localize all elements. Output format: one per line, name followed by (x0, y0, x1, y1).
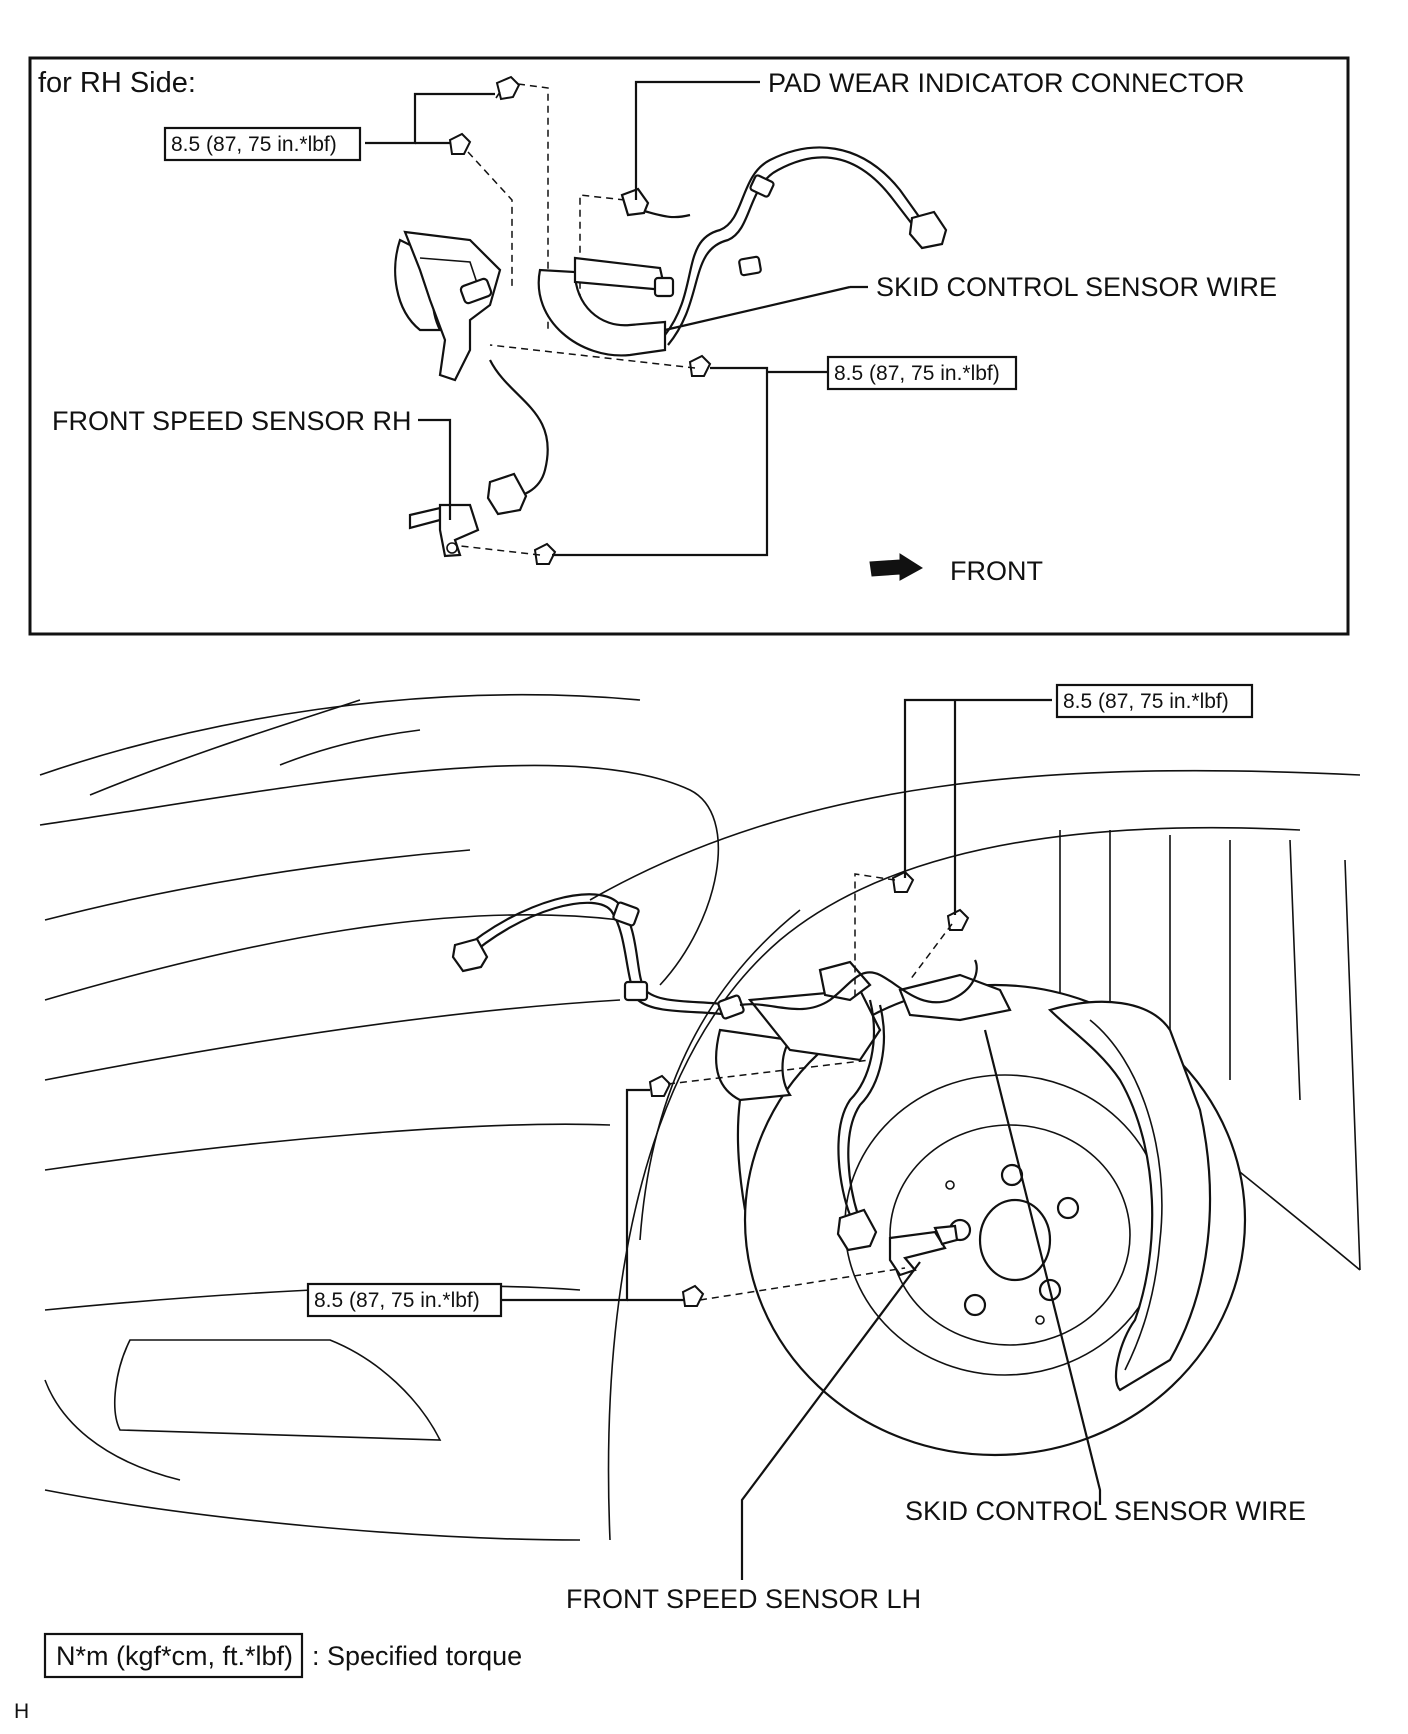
bolt-icon (533, 542, 557, 565)
connector-icon (451, 937, 489, 973)
torque-spec-box: 8.5 (87, 75 in.*lbf) (1055, 683, 1254, 719)
connector-icon (486, 472, 528, 516)
connector-icon (908, 210, 948, 250)
alignment-line (467, 151, 513, 290)
alignment-line (909, 923, 953, 981)
svg-text:8.5 (87, 75 in.*lbf): 8.5 (87, 75 in.*lbf) (171, 133, 337, 156)
svg-text:8.5 (87, 75 in.*lbf): 8.5 (87, 75 in.*lbf) (1063, 690, 1229, 713)
inset-title: for RH Side: (38, 67, 196, 99)
lh-hose (736, 1099, 747, 1211)
front-speed-sensor-rh-part (408, 503, 480, 558)
alignment-line (699, 1267, 906, 1301)
wire-clip (623, 980, 649, 1002)
torque-spec-box: 8.5 (87, 75 in.*lbf) (826, 355, 1018, 391)
front-arrow-icon (869, 553, 923, 581)
wire-clip (612, 901, 640, 927)
bolt-icon (688, 354, 712, 377)
wire-clip (749, 174, 775, 198)
inset-frame (28, 56, 1350, 636)
speed-sensor-rh-leader (418, 418, 452, 520)
steering-knuckle-part (394, 230, 667, 382)
skid-control-sensor-wire-label: SKID CONTROL SENSOR WIRE (876, 272, 1277, 302)
torque-leader (365, 92, 495, 145)
skid-control-sensor-wire-lh (459, 893, 731, 1007)
skid-control-sensor-wire-lh-label: SKID CONTROL SENSOR WIRE (905, 1496, 1306, 1526)
rh-side-inset: for RH Side: (28, 56, 1350, 636)
torque-spec-box: 8.5 (87, 75 in.*lbf) (306, 1282, 503, 1318)
brake-disc-part (743, 983, 1247, 1457)
alignment-line (451, 544, 541, 556)
front-speed-sensor-lh-part (836, 1208, 959, 1277)
lh-side-main-view: 8.5 (87, 75 in.*lbf) 8.5 (87, 75 in.*lbf… (39, 683, 1361, 1614)
pad-wear-leader (634, 80, 760, 200)
pad-wear-indicator-connector-label: PAD WEAR INDICATOR CONNECTOR (768, 68, 1245, 98)
alignment-line (667, 1059, 871, 1085)
footer-code: H (14, 1700, 29, 1723)
bolt-icon (648, 1074, 672, 1097)
pad-wear-wire (639, 208, 691, 219)
legend-text: : Specified torque (312, 1641, 522, 1671)
bolt-icon (946, 908, 970, 931)
skid-control-sensor-wire-rh (664, 146, 921, 336)
wire-clip (717, 994, 745, 1020)
torque-unit: N*m (kgf*cm, ft.*lbf) (56, 1641, 293, 1671)
brake-caliper-part (1047, 1000, 1212, 1392)
svg-text:8.5 (87, 75 in.*lbf): 8.5 (87, 75 in.*lbf) (834, 362, 1000, 385)
torque-leader (552, 366, 769, 557)
wire-clip (653, 276, 675, 298)
front-speed-sensor-rh-label: FRONT SPEED SENSOR RH (52, 406, 412, 436)
bolt-icon (495, 75, 521, 101)
bolt-icon (891, 870, 915, 893)
front-speed-sensor-lh-label: FRONT SPEED SENSOR LH (566, 1584, 921, 1614)
fender-arch-outer (589, 769, 1361, 901)
alignment-line (489, 344, 696, 369)
bolt-icon (681, 1284, 705, 1307)
alignment-line (854, 873, 896, 1000)
torque-leader (500, 1088, 650, 1302)
skid-wire-leader (664, 285, 851, 332)
wire-clip (738, 255, 762, 277)
torque-spec-box: 8.5 (87, 75 in.*lbf) (163, 126, 362, 162)
torque-leader (903, 698, 1052, 878)
speed-sensor-lh-leader (740, 1261, 921, 1580)
skid-wire-lh-leader (983, 1029, 1102, 1505)
front-direction-label: FRONT (950, 556, 1043, 586)
speed-sensor-rh-cable (489, 359, 549, 498)
alignment-line (517, 83, 549, 330)
alignment-line (579, 194, 626, 320)
body-line (39, 694, 641, 776)
bolt-icon (448, 132, 472, 155)
fender-arch (607, 826, 1301, 1541)
svg-text:8.5 (87, 75 in.*lbf): 8.5 (87, 75 in.*lbf) (314, 1289, 480, 1312)
torque-legend: N*m (kgf*cm, ft.*lbf) : Specified torque (43, 1632, 522, 1679)
